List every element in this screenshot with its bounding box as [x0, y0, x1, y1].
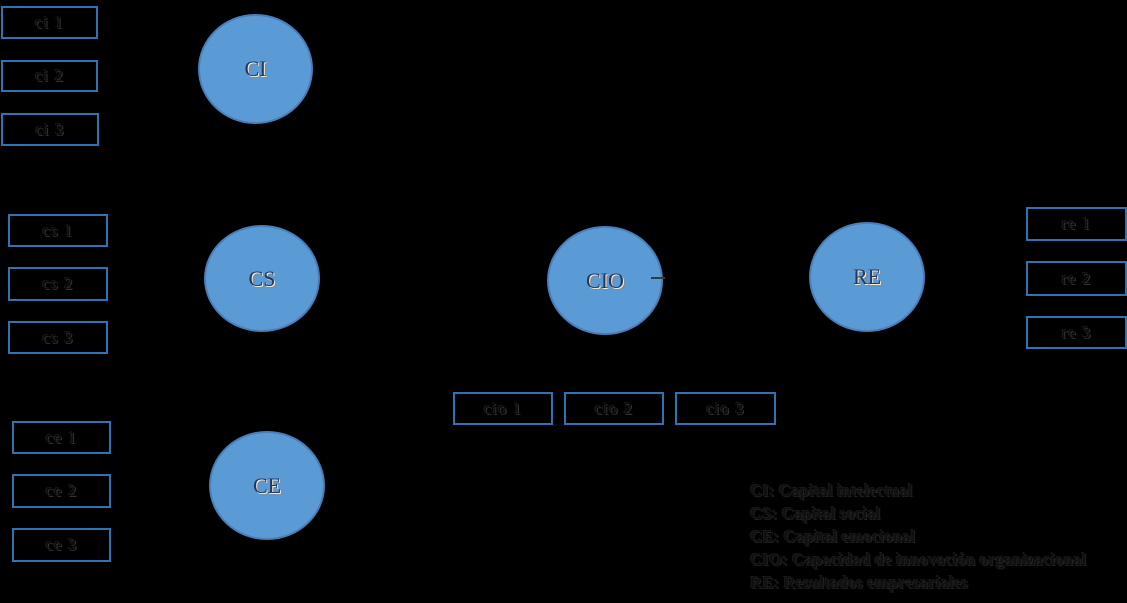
- indicator-label: cs 2: [42, 274, 74, 293]
- indicator-box-re-3: re 3: [1026, 316, 1127, 349]
- legend-line-cio: CIO: Capacidad de innovación organizacio…: [750, 550, 1087, 569]
- latent-label: CS: [248, 265, 276, 291]
- indicator-label: ce 3: [45, 535, 78, 554]
- indicator-box-re-1: re 1: [1026, 207, 1127, 241]
- indicator-box-cs-2: cs 2: [8, 267, 108, 301]
- indicator-box-cs-1: cs 1: [8, 214, 108, 247]
- indicator-label: re 1: [1061, 214, 1092, 233]
- indicator-label: re 3: [1061, 322, 1092, 342]
- indicator-box-cio-3: cio 3: [675, 392, 776, 425]
- indicator-label: cio 1: [483, 398, 523, 418]
- indicator-box-ci-1: ci 1: [1, 6, 98, 39]
- latent-label: CI: [244, 56, 267, 81]
- legend: CI: Capital intelectual CS: Capital soci…: [750, 479, 1122, 594]
- indicator-box-cio-2: cio 2: [564, 392, 664, 425]
- legend-line-re: RE: Resultados empresariales: [750, 573, 968, 592]
- legend-line-ce: CE: Capital emocional: [750, 527, 916, 546]
- indicator-box-ci-2: ci 2: [1, 60, 98, 92]
- indicator-label: cio 2: [594, 398, 634, 418]
- latent-node-ce: CE: [209, 431, 325, 540]
- indicator-label: ci 3: [35, 119, 65, 139]
- latent-node-ci: CI: [198, 14, 313, 124]
- legend-line-ci: CI: Capital intelectual: [750, 481, 913, 500]
- indicator-box-cio-1: cio 1: [453, 392, 553, 425]
- indicator-box-ce-1: ce 1: [12, 421, 111, 454]
- latent-node-cio: CIO: [547, 226, 663, 335]
- connector-cio-re-stub: [651, 277, 665, 279]
- indicator-label: ce 2: [45, 481, 78, 500]
- latent-label: CIO: [586, 267, 624, 293]
- indicator-box-ci-3: ci 3: [1, 113, 99, 146]
- latent-label: RE: [852, 264, 882, 289]
- indicator-box-ce-3: ce 3: [12, 528, 111, 562]
- indicator-label: cs 1: [42, 220, 74, 240]
- indicator-label: cs 3: [42, 327, 74, 347]
- indicator-label: cio 3: [706, 398, 745, 418]
- legend-line-cs: CS: Capital social: [750, 504, 881, 523]
- indicator-box-ce-2: ce 2: [12, 474, 111, 508]
- latent-node-cs: CS: [204, 225, 320, 332]
- indicator-label: ce 1: [45, 427, 78, 447]
- indicator-label: re 2: [1061, 268, 1092, 288]
- indicator-label: ci 1: [34, 12, 65, 32]
- indicator-box-cs-3: cs 3: [8, 321, 108, 354]
- indicator-box-re-2: re 2: [1026, 261, 1127, 296]
- latent-label: CE: [252, 472, 282, 498]
- indicator-label: ci 2: [34, 66, 65, 85]
- latent-node-re: RE: [809, 222, 925, 332]
